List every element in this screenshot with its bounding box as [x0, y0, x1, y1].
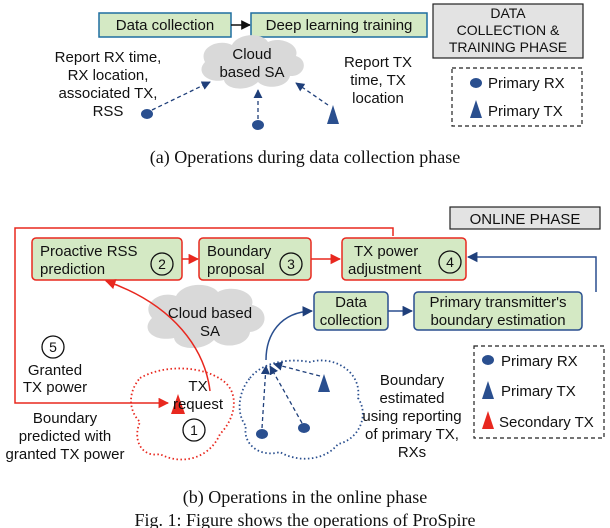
report-rx-2: RX location,: [68, 67, 149, 84]
boundary-predicted-label-1: Boundary: [33, 410, 98, 427]
step-2-number: 2: [158, 256, 166, 272]
data-collection-b-label-1: Data: [335, 294, 367, 311]
primary-rx-icon: [298, 423, 310, 433]
rss-prediction-label-2: prediction: [40, 261, 105, 278]
boundary-estimated-label-3: using reporting: [362, 408, 461, 425]
request-to-rss-arrow: [105, 279, 211, 392]
dl-training-box: [250, 12, 428, 38]
cloud-b-label-2: SA: [200, 323, 220, 340]
primary-tx-icon: [470, 100, 482, 118]
estimation-to-power-arrow: [466, 251, 597, 292]
boundary-predicted-label-3: granted TX power: [6, 446, 125, 463]
step-4-circle: [438, 250, 462, 274]
caption-a: (a) Operations during data collection ph…: [150, 147, 460, 168]
boundary-estimated-label-1: Boundary: [380, 372, 445, 389]
tx-request-label-1: TX: [188, 378, 207, 395]
panel-a: Data collection Deep learning training D…: [55, 3, 584, 168]
primary-rx-icon: [256, 429, 268, 439]
rx-report-arrow-b2: [269, 365, 303, 424]
report-tx-3: location: [352, 90, 404, 107]
legend-a-rx-label: Primary RX: [488, 75, 565, 92]
boundary-estimation-label-2: boundary estimation: [430, 312, 565, 329]
boundary-proposal-label-1: Boundary: [207, 243, 272, 260]
rx-report-arrow-1: [151, 81, 211, 111]
boundary-estimated-label-4: of primary TX,: [365, 426, 459, 443]
cloud-a: [201, 35, 304, 89]
primary-tx-icon: [482, 381, 494, 399]
report-tx-1: Report TX: [344, 54, 412, 71]
data-collection-label: Data collection: [116, 17, 214, 34]
power-adjustment-label-2: adjustment: [348, 261, 422, 278]
phase-label-box-b: [449, 206, 601, 230]
tx-report-arrow-b: [273, 361, 321, 377]
boundary-estimated-label-5: RXs: [398, 444, 426, 461]
legend-b: [473, 345, 605, 439]
cloud-b-label-1: Cloud based: [168, 305, 252, 322]
step-5-circle: [41, 335, 65, 359]
estimated-boundary: [238, 359, 364, 460]
figure-caption: Fig. 1: Figure shows the operations of P…: [135, 510, 476, 528]
primary-rx-icon: [252, 120, 264, 130]
report-tx-2: time, TX: [350, 72, 406, 89]
phase-label-line-1: DATA: [490, 5, 526, 21]
rx-report-arrow-b1: [260, 365, 271, 429]
granted-label-1: Granted: [28, 362, 82, 379]
power-adjustment-label-1: TX power: [354, 243, 418, 260]
tx-request-label-2: request: [173, 396, 224, 413]
online-phase-label: ONLINE PHASE: [470, 211, 581, 228]
tx-report-arrow: [295, 82, 329, 106]
data-collection-b-label-2: collection: [320, 312, 383, 329]
step-5-number: 5: [49, 339, 57, 355]
primary-tx-icon: [327, 105, 339, 124]
cloud-a-label-2: based SA: [219, 64, 284, 81]
report-rx-4: RSS: [93, 103, 124, 120]
step-3-circle: [279, 252, 303, 276]
feedback-loop-line: [14, 227, 394, 409]
dl-training-label: Deep learning training: [266, 17, 413, 34]
step-1-number: 1: [190, 422, 198, 438]
primary-rx-icon: [141, 109, 153, 119]
cloud-a-label-1: Cloud: [232, 46, 271, 63]
primary-rx-icon: [482, 355, 494, 365]
rss-prediction-label-1: Proactive RSS: [40, 243, 138, 260]
secondary-tx-icon: [171, 394, 185, 414]
power-adjustment-box: [341, 237, 467, 281]
caption-b: (b) Operations in the online phase: [183, 487, 427, 508]
boundary-proposal-label-2: proposal: [207, 261, 265, 278]
legend-a: [451, 67, 583, 127]
step-3-number: 3: [287, 256, 295, 272]
legend-b-secondary-label: Secondary TX: [499, 414, 594, 431]
report-rx-3: associated TX,: [59, 85, 158, 102]
granted-label-2: TX power: [23, 379, 87, 396]
legend-a-tx-label: Primary TX: [488, 103, 563, 120]
panel-b: ONLINE PHASE Proactive RSS prediction 2 …: [6, 206, 605, 508]
boundary-estimation-box: [413, 291, 583, 331]
boundary-estimation-label-1: Primary transmitter's: [429, 294, 566, 311]
cloud-b: [147, 284, 265, 349]
boundary-predicted-label-2: predicted with: [19, 428, 112, 445]
phase-label-box-a: [432, 3, 584, 59]
boundary-estimated-label-2: estimated: [379, 390, 444, 407]
step-2-circle: [150, 252, 174, 276]
primary-tx-icon: [318, 374, 330, 392]
data-collection-box: [98, 12, 232, 38]
report-rx-1: Report RX time,: [55, 49, 162, 66]
phase-label-line-3: TRAINING PHASE: [449, 39, 567, 55]
step-1-circle: [182, 418, 206, 442]
primary-rx-icon: [470, 78, 482, 88]
secondary-tx-icon: [482, 411, 494, 429]
legend-b-rx-label: Primary RX: [501, 353, 578, 370]
legend-b-tx-label: Primary TX: [501, 383, 576, 400]
step-4-number: 4: [446, 254, 454, 270]
phase-label-line-2: COLLECTION &: [457, 22, 560, 38]
boundary-to-collection-arrow: [265, 306, 314, 361]
